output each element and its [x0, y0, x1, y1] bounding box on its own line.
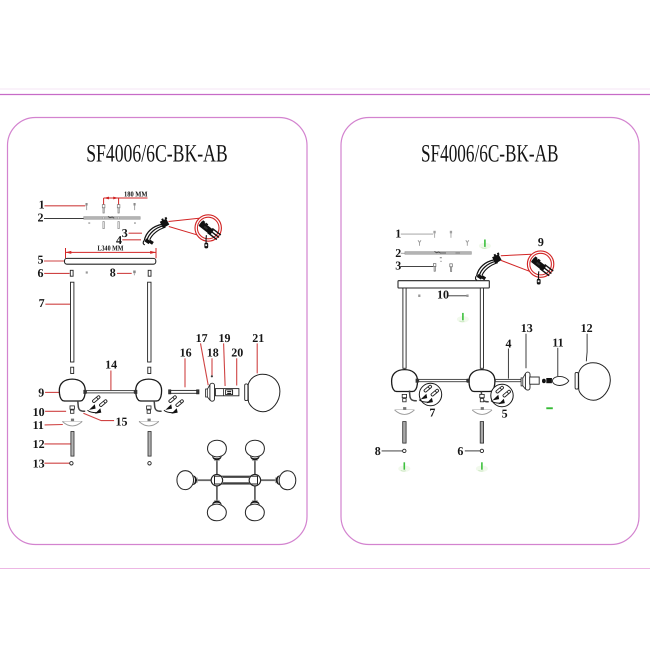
svg-text:SF4006/6C-BK-AB: SF4006/6C-BK-AB [421, 140, 559, 167]
svg-text:7: 7 [39, 296, 45, 310]
svg-text:1: 1 [395, 227, 401, 241]
svg-text:13: 13 [33, 456, 45, 470]
svg-text:12: 12 [33, 437, 45, 451]
svg-text:1: 1 [39, 197, 45, 211]
svg-text:7: 7 [429, 405, 435, 419]
svg-text:18: 18 [207, 345, 219, 359]
svg-text:12: 12 [581, 321, 593, 335]
svg-text:2: 2 [38, 210, 44, 224]
svg-text:3: 3 [395, 259, 401, 273]
svg-text:5: 5 [38, 253, 44, 267]
svg-text:13: 13 [521, 321, 533, 335]
svg-text:L340 MM: L340 MM [98, 243, 124, 252]
svg-text:6: 6 [38, 266, 44, 280]
svg-text:14: 14 [105, 358, 117, 372]
svg-text:180 MM: 180 MM [124, 190, 148, 199]
svg-text:10: 10 [33, 405, 45, 419]
svg-text:9: 9 [38, 386, 44, 400]
svg-text:2: 2 [395, 246, 401, 260]
svg-text:10: 10 [437, 288, 449, 302]
svg-text:SF4006/6C-BK-AB: SF4006/6C-BK-AB [86, 140, 228, 167]
svg-text:16: 16 [180, 345, 192, 359]
svg-text:4: 4 [116, 233, 122, 247]
svg-text:11: 11 [552, 336, 563, 350]
svg-text:9: 9 [538, 235, 544, 249]
svg-text:8: 8 [375, 444, 381, 458]
svg-text:6: 6 [457, 444, 463, 458]
svg-text:15: 15 [116, 414, 128, 428]
svg-text:21: 21 [252, 331, 264, 345]
svg-text:8: 8 [110, 265, 116, 279]
svg-text:17: 17 [196, 331, 208, 345]
svg-text:4: 4 [506, 336, 512, 350]
svg-text:11: 11 [33, 418, 44, 432]
svg-text:3: 3 [122, 226, 128, 240]
svg-text:5: 5 [502, 406, 508, 420]
svg-text:19: 19 [219, 331, 231, 345]
svg-text:20: 20 [231, 345, 243, 359]
